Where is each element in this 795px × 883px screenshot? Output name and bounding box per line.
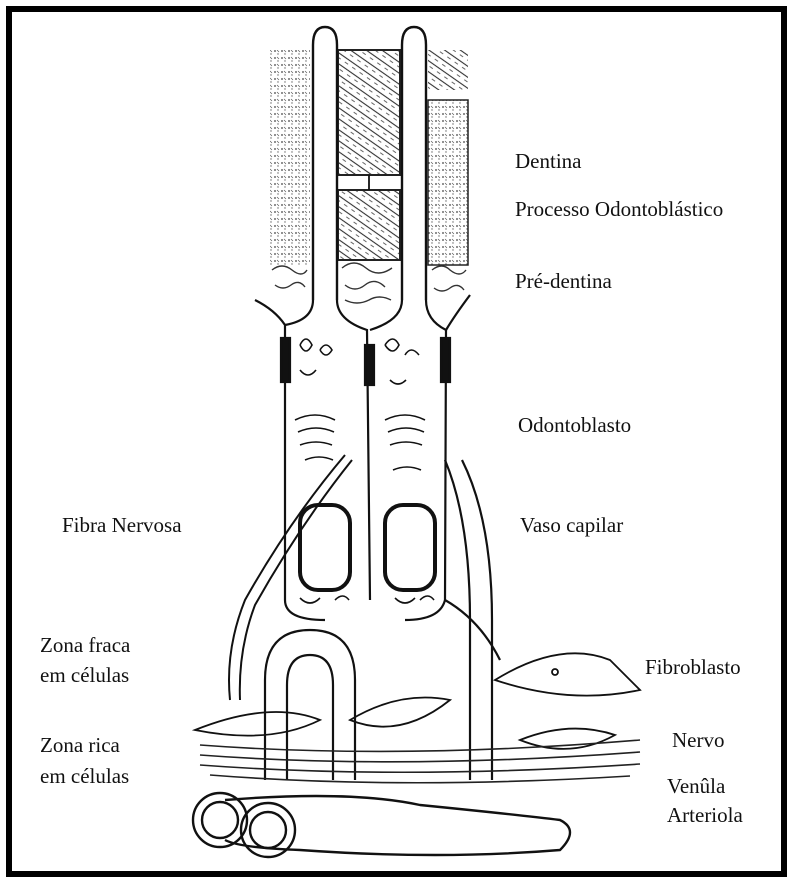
label-fibra-nervosa: Fibra Nervosa xyxy=(62,512,182,538)
capillary-loop xyxy=(265,630,355,780)
label-dentina: Dentina xyxy=(515,148,581,174)
odontoblast-cells xyxy=(255,295,470,620)
predentin-layer xyxy=(272,263,466,303)
label-pre-dentina: Pré-dentina xyxy=(515,268,612,294)
label-nervo: Nervo xyxy=(672,727,724,753)
dentin-layer xyxy=(270,50,468,265)
capillary-vessel xyxy=(445,460,500,780)
label-vaso-capilar: Vaso capilar xyxy=(520,512,623,538)
label-processo-odontoblastico: Processo Odontoblástico xyxy=(515,196,723,222)
label-odontoblasto: Odontoblasto xyxy=(518,412,631,438)
venule-arteriole xyxy=(193,793,570,857)
nerve-fiber xyxy=(229,455,352,700)
label-zona-rica-line1: Zona rica xyxy=(40,732,120,758)
label-venula: Venûla xyxy=(667,773,725,799)
label-zona-fraca-line1: Zona fraca xyxy=(40,632,130,658)
label-fibroblasto: Fibroblasto xyxy=(645,654,741,680)
fibroblasts xyxy=(195,653,640,749)
label-zona-rica-line2: em células xyxy=(40,763,129,789)
label-arteriola: Arteriola xyxy=(667,802,743,828)
label-zona-fraca-line2: em células xyxy=(40,662,129,688)
